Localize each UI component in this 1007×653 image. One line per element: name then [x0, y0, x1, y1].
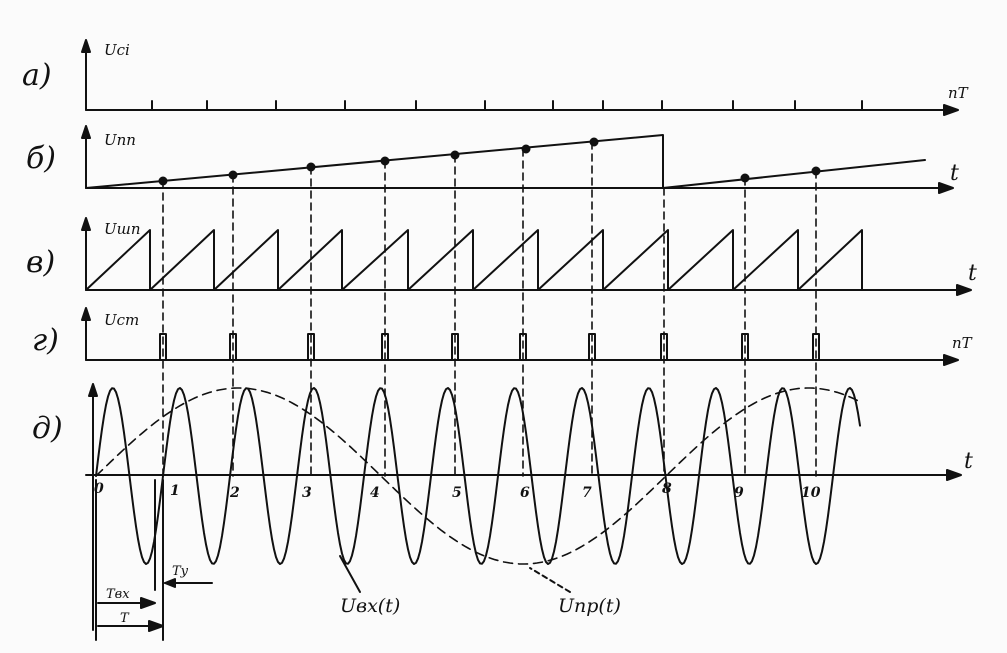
ramp-1-row-b	[85, 134, 664, 189]
period-arrow-head	[148, 620, 164, 632]
signal-label-a: Uсі	[104, 41, 130, 59]
output-envelope-dashed	[95, 387, 862, 565]
arrow-t-row-d	[943, 354, 959, 366]
input-sine-wave	[95, 387, 861, 565]
signal-label-c: Uшп	[104, 220, 141, 238]
arrow-u-row-c	[81, 217, 91, 231]
ty-arrow-head	[164, 578, 176, 588]
sample-number-7: 7	[582, 485, 592, 501]
arrow-t-row-e	[946, 469, 962, 481]
annotation-u-in: Uвх(t)	[340, 595, 400, 617]
arrow-u-row-b	[81, 125, 91, 139]
leader-u-out	[529, 567, 571, 593]
ramp-2-row-b	[662, 159, 926, 189]
axis-end-label-d: nT	[952, 334, 973, 352]
sample-number-10: 10	[801, 485, 821, 501]
arrow-t-row-a	[943, 104, 959, 116]
axis-end-label-e: t	[964, 449, 973, 474]
sample-number-2: 2	[229, 485, 240, 501]
row-letter-c: в)	[26, 245, 55, 280]
sample-number-8: 8	[662, 481, 672, 497]
leader-u-in	[339, 555, 361, 593]
sample-number-0: 0	[94, 481, 104, 497]
tin-arrow-head	[140, 597, 156, 609]
arrow-t-row-c	[956, 284, 972, 296]
annotation-period: T	[120, 611, 130, 626]
sample-number-3: 3	[302, 485, 312, 501]
annotation-u-out: Uпр(t)	[558, 595, 621, 617]
arrow-u-row-d	[81, 307, 91, 321]
row-letter-a: а)	[22, 58, 52, 93]
row-letter-d: г)	[32, 323, 59, 358]
sawtooth-row-c	[85, 229, 863, 291]
annotation-t-y: Ty	[172, 564, 189, 579]
row-letter-b: б)	[26, 141, 56, 176]
arrow-t-row-b	[938, 182, 954, 194]
annotation-t-in: Tвх	[106, 587, 130, 602]
sample-number-4: 4	[370, 485, 380, 501]
sample-number-5: 5	[452, 485, 462, 501]
axis-end-label-a: nT	[948, 84, 969, 102]
sample-number-1: 1	[170, 483, 180, 499]
axis-end-label-b: t	[950, 161, 959, 186]
sample-number-9: 9	[734, 485, 744, 501]
signal-label-d: Uст	[104, 311, 139, 329]
row-letter-e: д)	[32, 411, 63, 446]
strobe-pulse-0	[159, 333, 167, 361]
sample-number-6: 6	[520, 485, 530, 501]
signal-label-b: Uпп	[104, 131, 136, 149]
axis-end-label-c: t	[968, 261, 977, 286]
arrow-u-row-a	[81, 39, 91, 53]
arrow-u-row-e	[88, 383, 98, 397]
